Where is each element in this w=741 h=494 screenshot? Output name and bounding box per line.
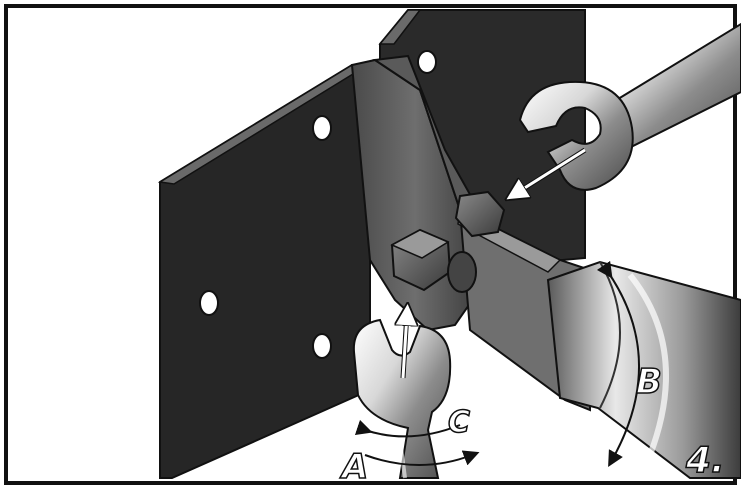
mounting-hole [312, 333, 332, 359]
upper-wrench [518, 22, 741, 191]
lower-wrench [352, 318, 452, 479]
step-number: 4. [685, 440, 725, 481]
direction-arrow [403, 314, 407, 379]
hex-bolt [390, 228, 477, 293]
direction-arrow [515, 148, 586, 194]
label-c: C [448, 405, 470, 440]
label-b: B [636, 362, 662, 402]
mounting-hole [199, 290, 219, 316]
mounting-hole [312, 115, 332, 141]
hex-nut [454, 190, 506, 238]
rotation-arrow-b [596, 260, 641, 467]
label-a: A [339, 447, 368, 487]
mounting-hole [417, 50, 437, 74]
rotation-arrow-a [364, 450, 480, 466]
rotation-arrow-c [354, 419, 461, 438]
